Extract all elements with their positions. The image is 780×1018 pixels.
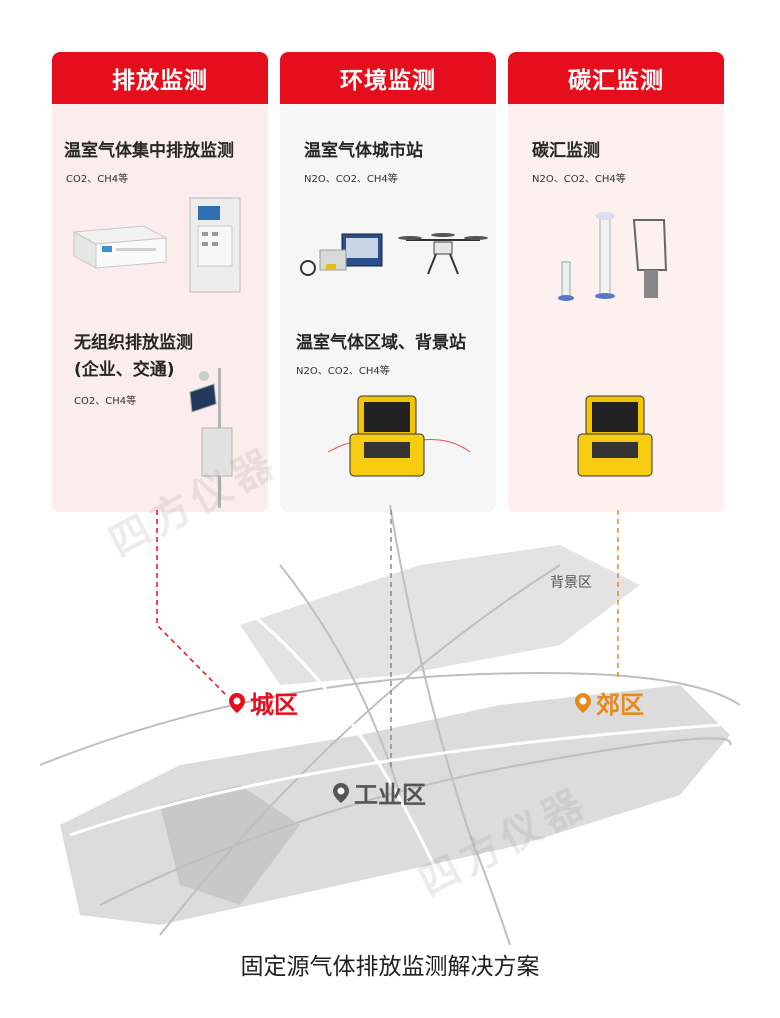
- location-pin-icon: [333, 782, 349, 803]
- suburb-label-text: 郊区: [596, 691, 644, 719]
- suburb-area-label: 郊区: [574, 685, 644, 720]
- city-label-text: 城区: [250, 691, 298, 719]
- yellow-case-analyzer-image: [327, 395, 471, 477]
- environment-monitoring-panel: 环境监测 温室气体城市站 N2O、CO2、CH4等 温室气体区域、背景站 N2O…: [280, 52, 496, 512]
- location-pin-icon: [229, 692, 245, 713]
- map-roads: [39, 504, 741, 946]
- location-pin-icon: [575, 692, 591, 713]
- section-title-line2: (企业、交通): [74, 360, 175, 380]
- section-title: 碳汇监测: [532, 141, 600, 161]
- eddy-covariance-sensors-image: [558, 212, 668, 301]
- section-subtitle: CO2、CH4等: [66, 174, 129, 185]
- section-subtitle: N2O、CO2、CH4等: [532, 174, 626, 185]
- section-subtitle: CO2、CH4等: [74, 396, 137, 407]
- section-subtitle: N2O、CO2、CH4等: [304, 174, 398, 185]
- section-subtitle: N2O、CO2、CH4等: [296, 366, 390, 377]
- section-title: 温室气体集中排放监测: [64, 141, 234, 161]
- industrial-label-text: 工业区: [354, 781, 426, 809]
- yellow-case-analyzer-image: [577, 395, 653, 477]
- column-header: 排放监测: [52, 52, 268, 104]
- city-map: 城区 工业区 郊区 背景区: [39, 504, 741, 946]
- page-caption: 固定源气体排放监测解决方案: [240, 954, 540, 980]
- drone-image: [398, 233, 488, 275]
- section-title: 温室气体城市站: [304, 141, 423, 161]
- industrial-area-label: 工业区: [332, 775, 426, 810]
- portable-analyzer-kit-image: [300, 233, 383, 276]
- pole-monitoring-station-image: [189, 368, 233, 508]
- section-title: 无组织排放监测: [74, 333, 193, 353]
- gas-analyzer-device-image: [72, 225, 168, 269]
- section-title: 温室气体区域、背景站: [296, 333, 466, 353]
- emission-monitoring-panel: 排放监测 温室气体集中排放监测 CO2、CH4等 无组织排放监测 (企业、交通)…: [52, 52, 268, 512]
- carbon-sink-monitoring-panel: 碳汇监测 碳汇监测 N2O、CO2、CH4等: [508, 52, 724, 512]
- column-header: 碳汇监测: [508, 52, 724, 104]
- column-header: 环境监测: [280, 52, 496, 104]
- cabinet-analyzer-image: [189, 197, 241, 293]
- background-area-label: 背景区: [550, 575, 592, 591]
- city-area-label: 城区: [228, 685, 298, 720]
